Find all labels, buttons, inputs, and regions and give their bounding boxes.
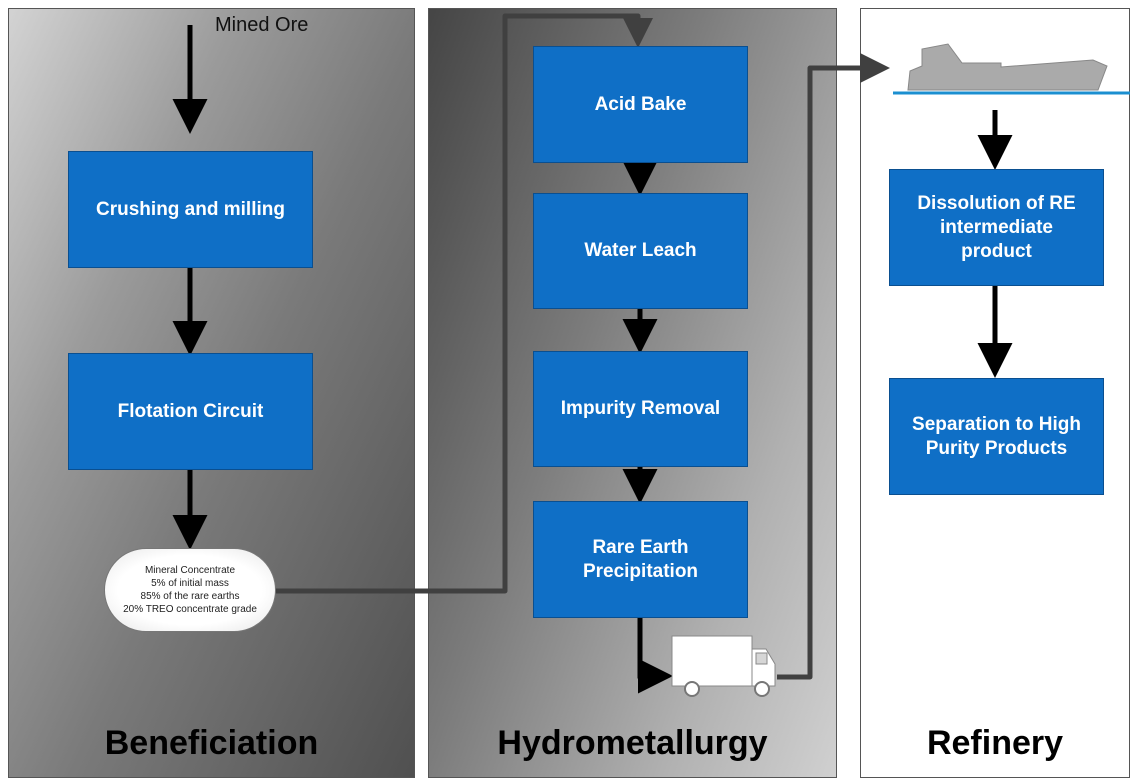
flotation-circuit-label: Flotation Circuit — [117, 400, 264, 422]
beneficiation-title: Beneficiation — [104, 724, 319, 762]
impurity-removal-box: Impurity Removal — [533, 351, 748, 467]
dissolution-box: Dissolution of RE intermediate product — [889, 169, 1104, 286]
concentrate-rare-earths: 85% of the rare earths — [140, 591, 240, 602]
acid-bake-box: Acid Bake — [533, 46, 748, 163]
mined-ore-label: Mined Ore — [215, 14, 309, 36]
concentrate-grade: 20% TREO concentrate grade — [123, 604, 257, 615]
dissolution-label-line2: intermediate — [940, 216, 1053, 238]
dissolution-label-line1: Dissolution of RE — [917, 192, 1076, 214]
separation-label-line1: Separation to High — [912, 413, 1081, 435]
concentrate-mass: 5% of initial mass — [151, 578, 229, 589]
water-leach-box: Water Leach — [533, 193, 748, 309]
crushing-and-milling-label: Crushing and milling — [96, 198, 285, 220]
precipitation-label-line2: Precipitation — [582, 560, 699, 582]
crushing-and-milling-box: Crushing and milling — [68, 151, 313, 268]
connector-concentrate-to-acid-bake — [276, 13, 653, 594]
rare-earth-precipitation-box: Rare Earth Precipitation — [533, 501, 748, 618]
flotation-circuit-box: Flotation Circuit — [68, 353, 313, 470]
hydrometallurgy-title: Hydrometallurgy — [497, 724, 768, 762]
separation-box: Separation to High Purity Products — [889, 378, 1104, 495]
dissolution-label-line3: product — [961, 240, 1032, 262]
mineral-concentrate-node: Mineral Concentrate 5% of initial mass 8… — [104, 548, 276, 632]
truck-icon — [671, 635, 776, 697]
connector-truck-to-refinery — [777, 53, 890, 680]
precipitation-label-line1: Rare Earth — [592, 536, 689, 558]
acid-bake-label: Acid Bake — [594, 93, 687, 115]
refinery-title: Refinery — [926, 724, 1064, 762]
separation-label-line2: Purity Products — [925, 437, 1068, 459]
concentrate-title: Mineral Concentrate — [144, 565, 236, 576]
arrow-precipitation-to-truck — [637, 618, 673, 694]
ship-icon — [893, 43, 1130, 95]
water-leach-label: Water Leach — [584, 240, 697, 261]
impurity-removal-label: Impurity Removal — [560, 398, 721, 419]
